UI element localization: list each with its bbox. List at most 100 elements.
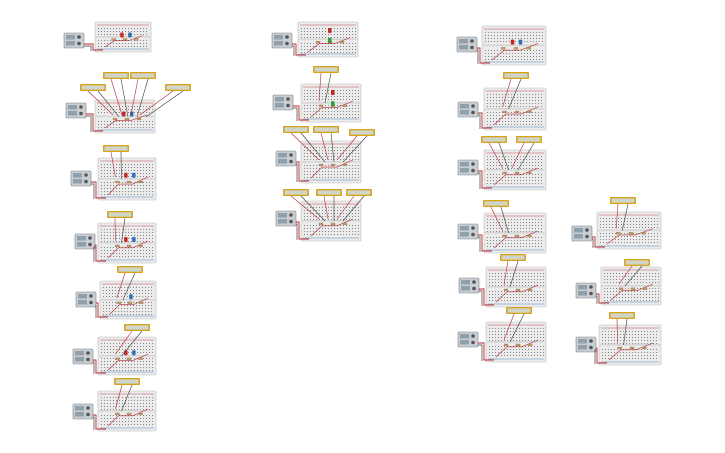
power-knob-icon[interactable]	[89, 300, 93, 305]
led-red[interactable]	[331, 90, 335, 95]
power-knob-icon[interactable]	[84, 173, 88, 177]
power-knob-icon[interactable]	[286, 97, 290, 101]
resistor[interactable]	[115, 244, 120, 247]
resistor[interactable]	[126, 244, 132, 247]
resistor[interactable]	[138, 180, 143, 184]
power-supply[interactable]	[72, 348, 94, 365]
circuit-c1[interactable]	[63, 21, 152, 53]
led-green[interactable]	[331, 101, 335, 107]
power-supply[interactable]	[75, 291, 97, 308]
resistor[interactable]	[112, 118, 118, 121]
circuit-c18[interactable]	[571, 197, 662, 250]
power-knob-icon[interactable]	[585, 234, 589, 239]
circuit-c6[interactable]	[72, 324, 157, 376]
resistor[interactable]	[617, 346, 622, 349]
resistor[interactable]	[330, 222, 336, 225]
circuit-c5[interactable]	[75, 266, 157, 320]
power-knob-icon[interactable]	[471, 168, 475, 173]
power-knob-icon[interactable]	[79, 111, 83, 116]
led-red[interactable]	[510, 39, 515, 45]
circuit-c8[interactable]	[271, 21, 359, 58]
resistor[interactable]	[629, 346, 635, 349]
power-knob-icon[interactable]	[77, 41, 81, 46]
multimeter[interactable]	[313, 126, 339, 133]
led-blue[interactable]	[132, 172, 136, 178]
circuit-c20[interactable]	[575, 312, 662, 366]
resistor[interactable]	[127, 301, 133, 304]
resistor[interactable]	[514, 234, 520, 237]
power-knob-icon[interactable]	[88, 242, 92, 247]
circuit-c3[interactable]	[70, 145, 157, 201]
multimeter[interactable]	[107, 211, 133, 218]
power-knob-icon[interactable]	[471, 162, 475, 166]
multimeter[interactable]	[609, 312, 635, 319]
multimeter[interactable]	[283, 126, 309, 133]
multimeter[interactable]	[80, 84, 106, 91]
multimeter[interactable]	[130, 72, 156, 79]
power-knob-icon[interactable]	[286, 103, 290, 108]
resistor[interactable]	[126, 357, 132, 360]
power-knob-icon[interactable]	[589, 285, 593, 289]
power-knob-icon[interactable]	[471, 334, 475, 338]
led-red[interactable]	[120, 32, 124, 38]
power-knob-icon[interactable]	[471, 226, 475, 230]
resistor[interactable]	[122, 38, 128, 41]
resistor[interactable]	[318, 163, 324, 167]
multimeter[interactable]	[283, 189, 309, 196]
multimeter[interactable]	[313, 66, 339, 73]
led-red[interactable]	[328, 28, 332, 33]
power-knob-icon[interactable]	[86, 357, 90, 362]
power-knob-icon[interactable]	[585, 228, 589, 232]
resistor[interactable]	[616, 232, 621, 235]
resistor[interactable]	[342, 163, 348, 167]
resistor[interactable]	[339, 41, 345, 44]
multimeter[interactable]	[346, 189, 372, 196]
resistor[interactable]	[618, 287, 624, 290]
circuit-c13[interactable]	[457, 72, 547, 131]
multimeter[interactable]	[349, 129, 375, 136]
circuit-c12[interactable]	[456, 25, 547, 66]
circuit-c15[interactable]	[457, 200, 547, 254]
resistor[interactable]	[138, 412, 143, 415]
power-supply[interactable]	[457, 101, 479, 118]
multimeter[interactable]	[103, 145, 129, 152]
power-knob-icon[interactable]	[470, 39, 474, 43]
power-supply[interactable]	[457, 159, 479, 176]
power-supply[interactable]	[457, 331, 479, 348]
resistor[interactable]	[139, 301, 144, 304]
power-supply[interactable]	[275, 210, 297, 227]
led-red[interactable]	[124, 172, 128, 178]
resistor[interactable]	[628, 232, 634, 235]
power-supply[interactable]	[456, 36, 478, 53]
resistor[interactable]	[642, 346, 647, 349]
power-supply[interactable]	[458, 277, 480, 294]
circuit-c17[interactable]	[457, 307, 547, 363]
multimeter[interactable]	[516, 136, 542, 143]
resistor[interactable]	[514, 171, 520, 174]
multimeter[interactable]	[500, 254, 526, 261]
power-knob-icon[interactable]	[289, 153, 293, 157]
resistor[interactable]	[526, 47, 531, 50]
power-supply[interactable]	[571, 225, 593, 242]
resistor[interactable]	[115, 412, 120, 415]
resistor[interactable]	[515, 288, 521, 291]
power-knob-icon[interactable]	[89, 294, 93, 298]
power-knob-icon[interactable]	[285, 41, 289, 46]
multimeter[interactable]	[124, 324, 150, 331]
power-supply[interactable]	[63, 32, 85, 49]
multimeter[interactable]	[506, 307, 532, 314]
power-knob-icon[interactable]	[86, 351, 90, 355]
power-knob-icon[interactable]	[77, 35, 81, 39]
power-knob-icon[interactable]	[589, 339, 593, 343]
resistor[interactable]	[641, 232, 646, 235]
resistor[interactable]	[116, 301, 121, 304]
resistor[interactable]	[642, 287, 648, 290]
resistor[interactable]	[115, 357, 120, 360]
power-knob-icon[interactable]	[589, 291, 593, 296]
led-blue[interactable]	[518, 39, 523, 45]
power-supply[interactable]	[65, 102, 87, 119]
power-knob-icon[interactable]	[88, 236, 92, 240]
multimeter[interactable]	[114, 378, 140, 385]
led-blue[interactable]	[128, 32, 132, 38]
